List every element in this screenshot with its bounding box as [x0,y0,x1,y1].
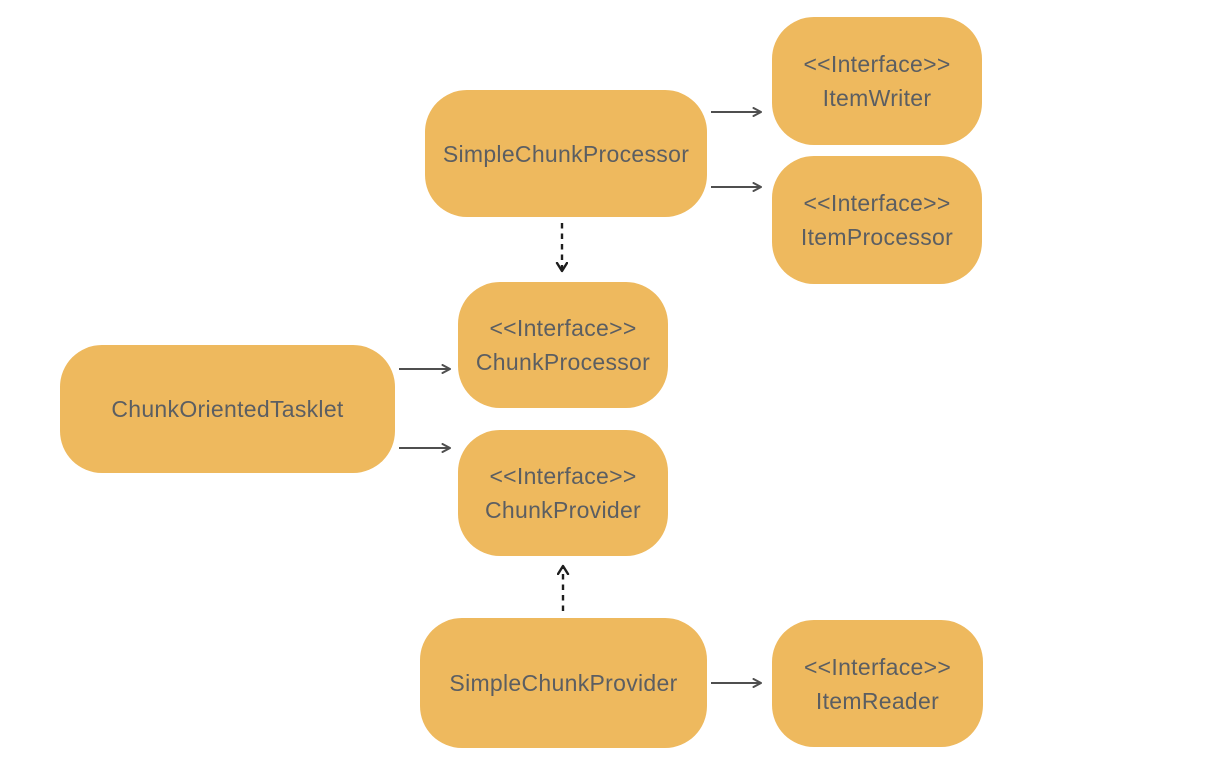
node-item-reader: <<Interface>> ItemReader [772,620,983,747]
node-chunk-processor: <<Interface>> ChunkProcessor [458,282,668,408]
node-stereotype: <<Interface>> [489,315,637,341]
node-stereotype: <<Interface>> [489,463,637,489]
node-label: ChunkProcessor [475,349,651,375]
node-stereotype: <<Interface>> [803,653,952,680]
node-chunk-oriented-tasklet: ChunkOrientedTasklet [60,345,395,473]
node-stereotype: <<Interface>> [803,190,951,216]
node-label: SimpleChunkProcessor [442,140,690,167]
node-label: ItemProcessor [800,224,954,250]
node-item-processor: <<Interface>> ItemProcessor [772,156,982,284]
node-label: ItemReader [815,687,940,714]
node-simple-chunk-provider: SimpleChunkProvider [420,618,707,748]
node-chunk-provider: <<Interface>> ChunkProvider [458,430,668,556]
node-label: ChunkProvider [484,497,642,523]
node-stereotype: <<Interface>> [803,51,951,77]
node-item-writer: <<Interface>> ItemWriter [772,17,982,145]
node-label: ChunkOrientedTasklet [111,396,344,422]
node-simple-chunk-processor: SimpleChunkProcessor [425,90,707,217]
node-label: SimpleChunkProvider [449,670,678,696]
node-label: ItemWriter [822,85,932,111]
